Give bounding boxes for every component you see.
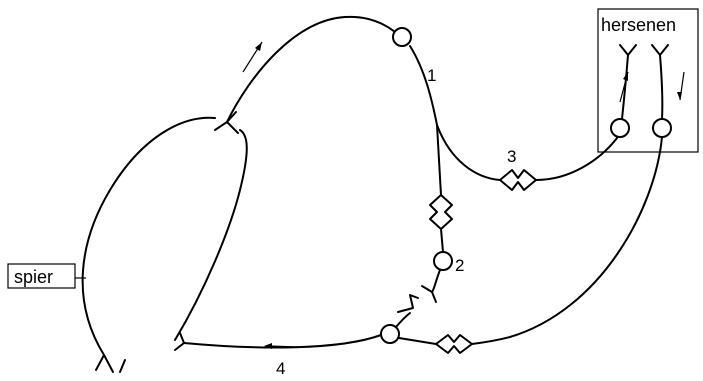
arrow-up-brain xyxy=(619,71,629,103)
label-4: 4 xyxy=(276,359,285,378)
motor-neuron-4 xyxy=(174,312,411,351)
brain-box: hersenen xyxy=(597,8,699,153)
descending-neuron xyxy=(471,44,672,345)
synapse-lower xyxy=(435,334,473,354)
synapse-upper xyxy=(429,194,453,230)
label-1: 1 xyxy=(427,66,436,85)
arrow-left-neuron-4 xyxy=(264,343,301,349)
muscle-label-box: spier xyxy=(7,263,86,289)
interneuron-2 xyxy=(397,228,453,313)
neuron-2-cell-body xyxy=(433,251,453,271)
muscle xyxy=(81,116,248,356)
synapse-3 xyxy=(499,169,537,191)
label-3: 3 xyxy=(507,147,516,166)
sensory-neuron-1 xyxy=(226,15,501,196)
muscle-bottom-ending xyxy=(95,354,126,373)
label-2: 2 xyxy=(455,256,464,275)
neuron-4-cell-body xyxy=(380,324,400,344)
neuron-1-cell-body xyxy=(392,27,412,47)
ascending-neuron xyxy=(535,44,637,181)
muscle-label: spier xyxy=(14,267,53,287)
arrow-down-brain xyxy=(677,71,685,101)
brain-label: hersenen xyxy=(601,15,676,35)
arrow-up-neuron-1 xyxy=(242,41,263,73)
